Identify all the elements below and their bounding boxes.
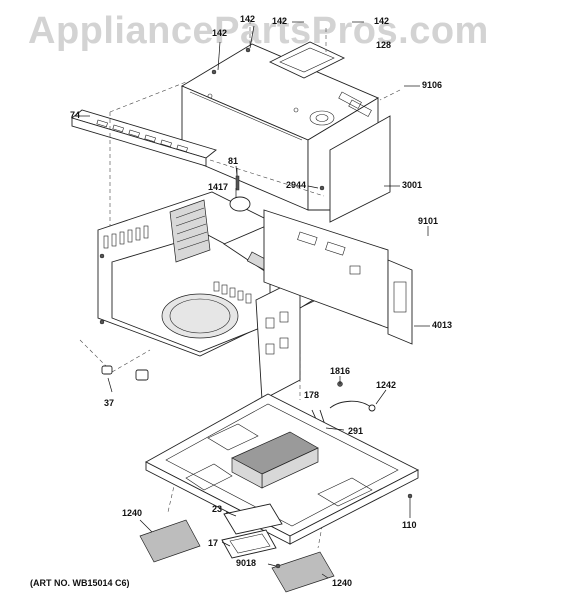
lamp-cover-17	[221, 529, 277, 559]
callout-37: 37	[104, 398, 115, 408]
callout-1417: 1417	[208, 182, 229, 192]
outer-case-3001	[181, 41, 391, 223]
callout-291: 291	[348, 426, 364, 436]
art-number: (ART NO. WB15014 C6)	[30, 578, 130, 588]
side-panel-4013	[263, 209, 413, 345]
callout-4013: 4013	[432, 320, 453, 330]
callout-142-left: 142	[212, 28, 228, 38]
callout-81: 81	[228, 156, 239, 166]
grease-filter-right-1240	[271, 551, 335, 593]
callout-110: 110	[402, 520, 417, 530]
thermal-part-1417	[229, 168, 251, 212]
vent-grille-74	[71, 109, 217, 167]
grease-filter-left-1240	[139, 519, 201, 563]
callout-142-top: 142	[240, 14, 256, 24]
callout-3001: 3001	[402, 180, 423, 190]
leader-lines	[78, 21, 430, 579]
callout-9101: 9101	[418, 216, 439, 226]
watermark-text: AppliancePartsPros.com	[28, 10, 489, 52]
callout-1240-right: 1240	[332, 578, 353, 588]
callout-128: 128	[376, 40, 392, 50]
callout-1242: 1242	[376, 380, 397, 390]
screw-9018	[275, 563, 281, 569]
callout-2944: 2944	[286, 180, 307, 190]
bracket-37	[101, 365, 149, 381]
callout-142-right: 142	[374, 16, 390, 26]
callout-1240-left: 1240	[122, 508, 143, 518]
callout-74: 74	[70, 110, 81, 120]
base-pan	[145, 393, 419, 545]
callout-9106: 9106	[422, 80, 443, 90]
callout-17: 17	[208, 538, 219, 548]
callout-23: 23	[212, 504, 223, 514]
callout-178: 178	[304, 390, 320, 400]
callout-9018: 9018	[236, 558, 257, 568]
callout-1816: 1816	[330, 366, 351, 376]
lamp-lens-23	[223, 503, 283, 535]
callout-142-center: 142	[272, 16, 288, 26]
